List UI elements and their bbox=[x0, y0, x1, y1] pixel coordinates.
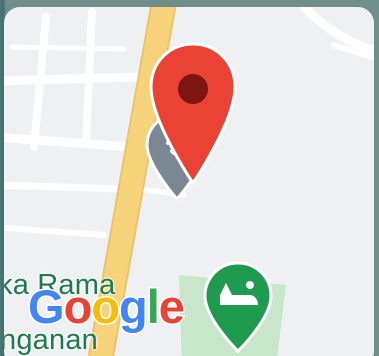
google-letter: l bbox=[145, 280, 161, 333]
google-letter: o bbox=[90, 280, 122, 333]
main-road bbox=[89, 7, 175, 356]
map-view[interactable]: ka Rama nganan Google bbox=[4, 7, 374, 356]
street-network bbox=[4, 7, 374, 238]
green-poi-icon[interactable] bbox=[202, 261, 274, 353]
map-base-layer bbox=[4, 7, 374, 356]
place-label-line1: ka Rama bbox=[4, 269, 116, 301]
google-attribution-logo[interactable]: Google bbox=[27, 280, 187, 333]
place-label-line2: nganan bbox=[4, 324, 98, 356]
google-letter: e bbox=[157, 280, 186, 333]
location-pin-icon[interactable] bbox=[148, 41, 238, 187]
google-letter: G bbox=[27, 280, 67, 333]
google-letter: o bbox=[62, 280, 94, 333]
google-letter: g bbox=[118, 280, 150, 333]
